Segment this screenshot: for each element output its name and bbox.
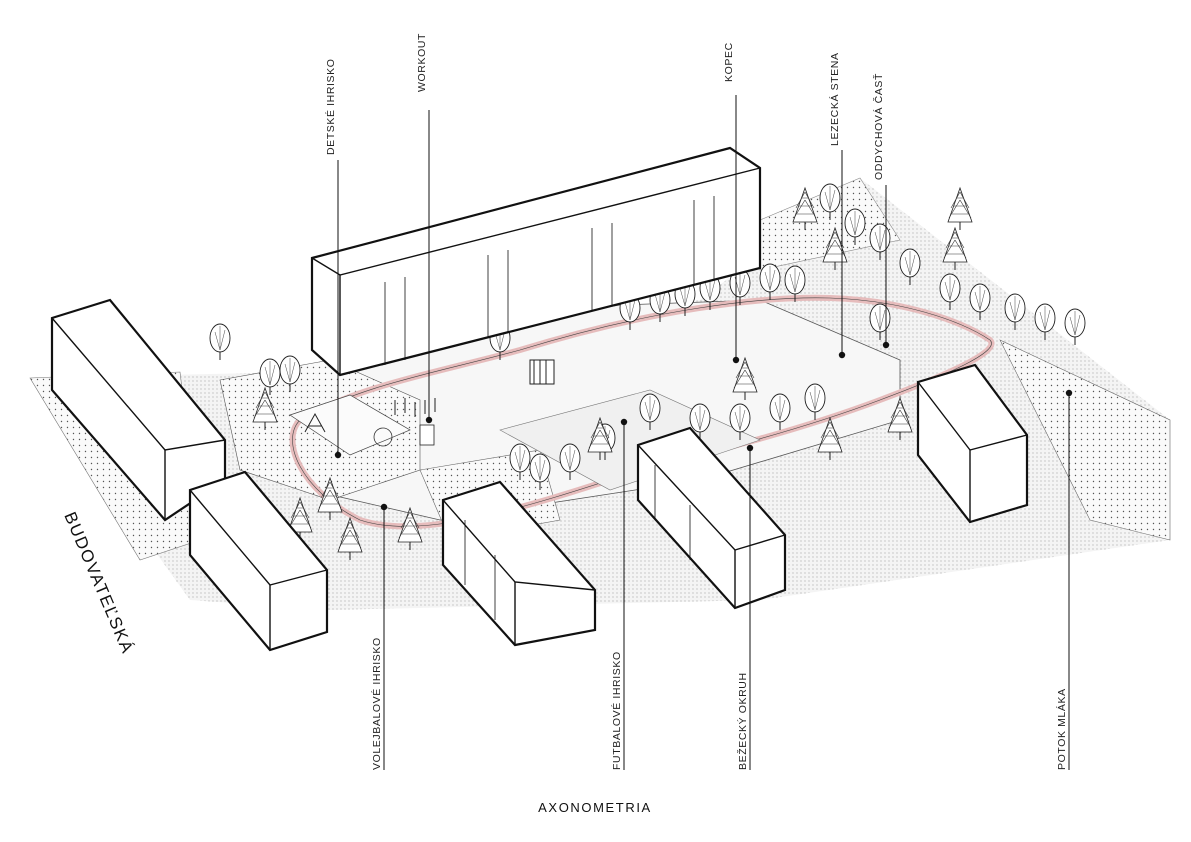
label-futbalove-ihrisko: FUTBALOVÉ IHRISKO — [610, 651, 623, 770]
label-potok-mlaka: POTOK MLÁKA — [1055, 688, 1068, 770]
workout-area — [394, 359, 555, 417]
building-right — [916, 363, 1029, 524]
building-left-front — [188, 470, 329, 652]
building-rear-long — [310, 146, 762, 377]
building-right-middle-front — [636, 426, 787, 610]
drawing-title: AXONOMETRIA — [538, 800, 652, 815]
leader-lines — [337, 95, 1070, 770]
label-workout: WORKOUT — [416, 33, 428, 92]
playground — [289, 394, 435, 456]
label-oddychova-cast: ODDYCHOVÁ ČASŤ — [872, 73, 885, 180]
label-detske-ihrisko: DETSKÉ IHRISKO — [324, 58, 337, 155]
building-middle-front — [441, 480, 597, 647]
label-volejbalove-ihrisko: VOLEJBALOVÉ IHRISKO — [370, 637, 383, 770]
label-lezecka-stena: LEZECKÁ STENA — [828, 52, 841, 146]
label-kopec: KOPEC — [723, 42, 735, 82]
leader-dots — [334, 341, 1073, 511]
label-bezecky-okruh: BEŽECKÝ OKRUH — [736, 672, 749, 770]
